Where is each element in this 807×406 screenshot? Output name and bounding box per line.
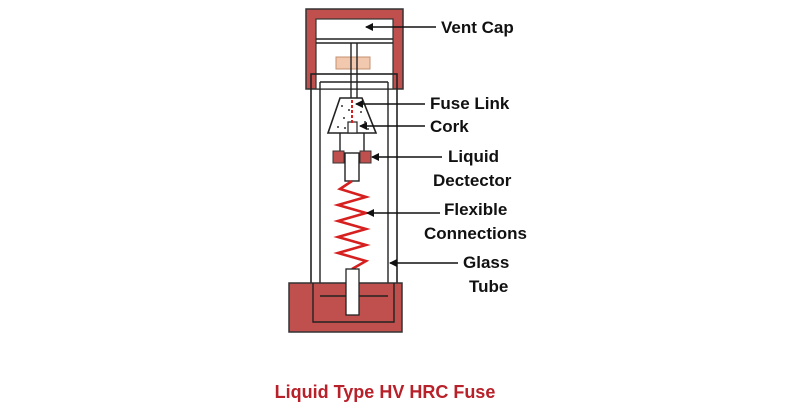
flexible-connection-spring — [333, 179, 371, 271]
label-fuse-link: Fuse Link — [430, 94, 510, 113]
label-liquid: Liquid — [448, 147, 499, 166]
label-detector: Dectector — [433, 171, 512, 190]
leader-arrows — [355, 23, 458, 267]
diagram-caption: Liquid Type HV HRC Fuse — [275, 382, 496, 402]
fuse-rod — [350, 43, 358, 98]
label-glass: Glass — [463, 253, 509, 272]
vent-cap — [305, 8, 404, 90]
liquid-detector — [332, 133, 372, 182]
label-vent-cap: Vent Cap — [441, 18, 514, 37]
label-flexible: Flexible — [444, 200, 507, 219]
label-cork: Cork — [430, 117, 469, 136]
glass-tube — [310, 73, 398, 319]
bottom-end-cap — [288, 268, 403, 333]
label-connections: Connections — [424, 224, 527, 243]
label-tube: Tube — [469, 277, 508, 296]
